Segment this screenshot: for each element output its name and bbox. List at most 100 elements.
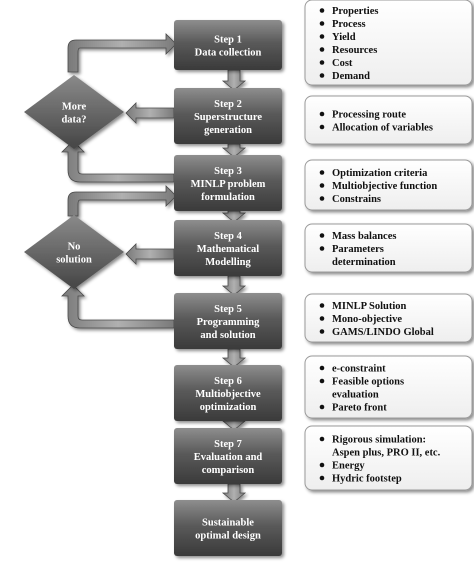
- note-item-text: Multiobjective function: [332, 181, 437, 192]
- note-box-shape: [304, 425, 473, 491]
- step-label: Data collection: [195, 48, 262, 59]
- note-item-text: Rigorous simulation:: [332, 435, 426, 446]
- bullet-icon: [319, 183, 325, 188]
- step-box-2: Step 2 Superstructure generation: [174, 88, 282, 144]
- note-boxes: PropertiesProcessYieldResourcesCostDeman…: [304, 0, 473, 491]
- step-label: Superstructure: [194, 112, 262, 123]
- bullet-icon: [319, 73, 325, 78]
- bullet-icon: [319, 170, 325, 175]
- bullet-icon: [319, 124, 325, 130]
- left-arrow: [125, 102, 175, 124]
- bullet-icon: [319, 111, 325, 117]
- note-item-text: Parameters: [332, 244, 384, 255]
- step-label: Sustainable: [202, 518, 254, 529]
- note-item-text: Energy: [332, 461, 365, 472]
- note-item-text: Mass balances: [332, 231, 396, 242]
- decision-label: No: [68, 242, 81, 253]
- note-item-text: determination: [332, 257, 396, 268]
- down-arrow: [221, 69, 247, 91]
- bullet-icon: [319, 34, 325, 39]
- decision-label: More: [62, 102, 87, 113]
- step-box-shape: [174, 88, 282, 144]
- note-item-text: Cost: [332, 58, 353, 69]
- step-label: generation: [204, 125, 252, 136]
- step-label: Step 6: [214, 376, 242, 387]
- note-item-text: Properties: [332, 6, 378, 17]
- diamond-shape: [24, 215, 124, 289]
- step-box-shape: [174, 220, 282, 276]
- return-arrow-step3: [61, 140, 175, 183]
- note-item-text: evaluation: [332, 390, 379, 401]
- step-label: Step 5: [214, 304, 242, 315]
- note-box-shape: [304, 95, 473, 145]
- note-box-shape: [304, 0, 473, 86]
- step-label: Evaluation and: [194, 452, 263, 463]
- step-label: Modelling: [205, 257, 251, 268]
- down-arrow: [221, 143, 247, 158]
- note-item-text: GAMS/LINDO Global: [332, 327, 434, 338]
- note-item-text: MINLP Solution: [332, 301, 407, 312]
- step-label: Step 2: [214, 99, 242, 110]
- bullet-icon: [319, 404, 325, 410]
- step-label: Programming: [197, 317, 261, 328]
- bullet-icon: [319, 246, 325, 251]
- note-item-text: Pareto front: [332, 403, 387, 414]
- bullet-icon: [319, 378, 325, 384]
- note-item-text: Resources: [332, 45, 377, 56]
- bullet-icon: [319, 316, 325, 321]
- bullet-icon: [319, 436, 325, 442]
- bullet-icon: [319, 8, 325, 13]
- note-item-text: Processing route: [332, 110, 406, 121]
- bullet-icon: [319, 329, 325, 334]
- step-box-shape: [174, 293, 282, 349]
- note-item-text: Demand: [332, 71, 370, 82]
- diamond-shape: [24, 75, 124, 149]
- bullet-icon: [319, 475, 325, 481]
- bullet-icon: [319, 21, 325, 26]
- step-box-shape: [174, 428, 282, 484]
- step-label: MINLP problem: [191, 179, 266, 190]
- bullet-icon: [319, 303, 325, 308]
- step-label: Step 3: [214, 166, 242, 177]
- step-label: optimization: [200, 402, 257, 413]
- step-label: Mathematical: [197, 244, 259, 255]
- note-item-text: e-constraint: [332, 364, 386, 375]
- step-box-5: Step 5 Programming and solution: [174, 293, 282, 349]
- step-box-shape: [174, 500, 282, 556]
- down-arrow: [221, 275, 247, 296]
- note-box-shape: [304, 223, 473, 273]
- note-item-text: Mono-objective: [332, 314, 402, 325]
- step-box-3: Step 3 MINLP problem formulation: [174, 155, 282, 211]
- bullet-icon: [319, 233, 325, 238]
- step-label: and solution: [200, 330, 255, 341]
- note-box-shape: [304, 355, 473, 419]
- note-item-text: Process: [332, 19, 366, 30]
- return-arrow-no-solution: [67, 185, 177, 217]
- down-arrow: [221, 210, 247, 223]
- left-arrow: [125, 243, 175, 265]
- note-item-text: Yield: [332, 32, 356, 43]
- step-box-shape: [174, 365, 282, 421]
- down-arrow: [221, 483, 247, 503]
- return-arrow-step5: [61, 284, 175, 329]
- note-item-text: Allocation of variables: [332, 123, 433, 134]
- bullet-icon: [319, 47, 325, 52]
- step-label: Step 7: [214, 439, 242, 450]
- down-arrow: [221, 348, 247, 368]
- step-label: formulation: [201, 192, 255, 203]
- note-item-text: Optimization criteria: [332, 168, 428, 179]
- note-item-text: Constrains: [332, 194, 381, 205]
- note-box-7: Rigorous simulation:Aspen plus, PRO II, …: [304, 425, 473, 491]
